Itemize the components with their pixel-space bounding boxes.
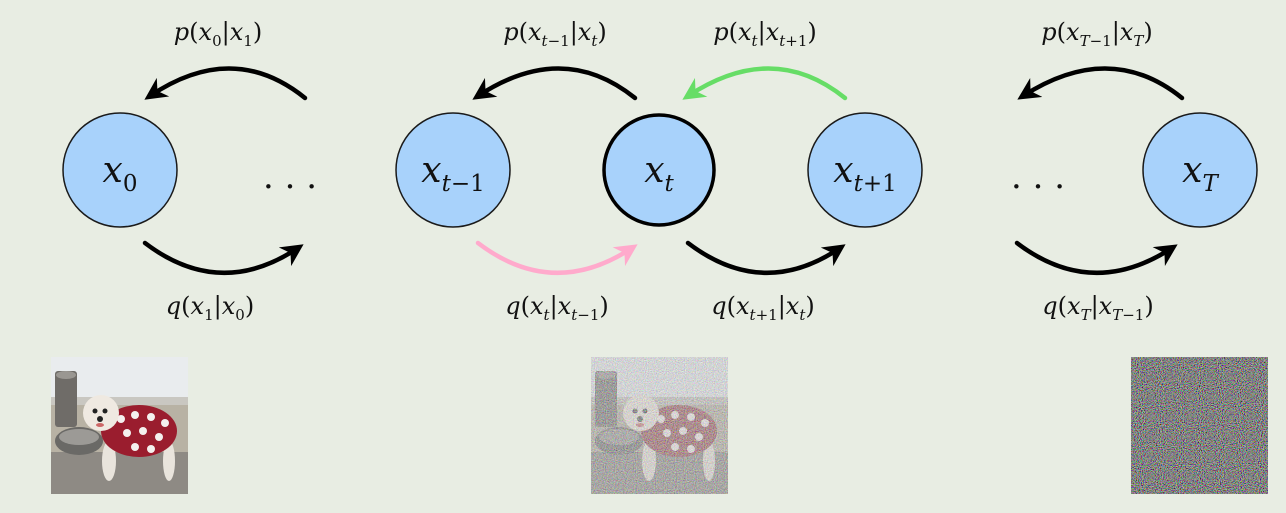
svg-text:xT: xT (1182, 150, 1219, 197)
ellipsis-right: · · · (1011, 167, 1065, 207)
node-xt+1: xt+1 (807, 112, 923, 228)
arrow-forward-xT-1-xT (1014, 240, 1178, 275)
arrow-forward-xt-xt+1 (685, 240, 846, 275)
clean-dog-image (51, 357, 188, 494)
arrow-reverse-xt+1-xt (682, 66, 848, 101)
node-xT: xT (1142, 112, 1258, 228)
ellipsis-left: · · · (263, 167, 317, 207)
arrow-reverse-xt-xt-1 (472, 66, 638, 101)
arrow-forward-x0-x1 (142, 240, 304, 275)
label-q-x1-x0: q(x1|x0) (166, 292, 254, 324)
pure-noise-image (1131, 357, 1268, 494)
arrow-forward-xt-1-xt (475, 240, 638, 275)
node-x0: x0 (62, 112, 178, 228)
noisy-dog-image (591, 357, 728, 494)
label-q-xT-xT-1: q(xT|xT−1) (1042, 292, 1153, 324)
label-p-xt-1-xt: p(xt−1|xt) (503, 18, 607, 50)
label-q-xt-xt-1: q(xt|xt−1) (505, 292, 609, 324)
node-xt-1: xt−1 (395, 112, 511, 228)
arrow-reverse-x1-x0 (144, 66, 308, 101)
label-p-xT-1-xT: p(xT−1|xT) (1041, 18, 1152, 50)
node-xt: xt (602, 113, 716, 227)
label-q-xt+1-xt: q(xt+1|xt) (711, 292, 815, 324)
label-p-x0-x1: p(x0|x1) (174, 18, 262, 50)
label-p-xt-xt+1: p(xt|xt+1) (713, 18, 817, 50)
arrow-reverse-xT-xT-1 (1017, 66, 1185, 101)
